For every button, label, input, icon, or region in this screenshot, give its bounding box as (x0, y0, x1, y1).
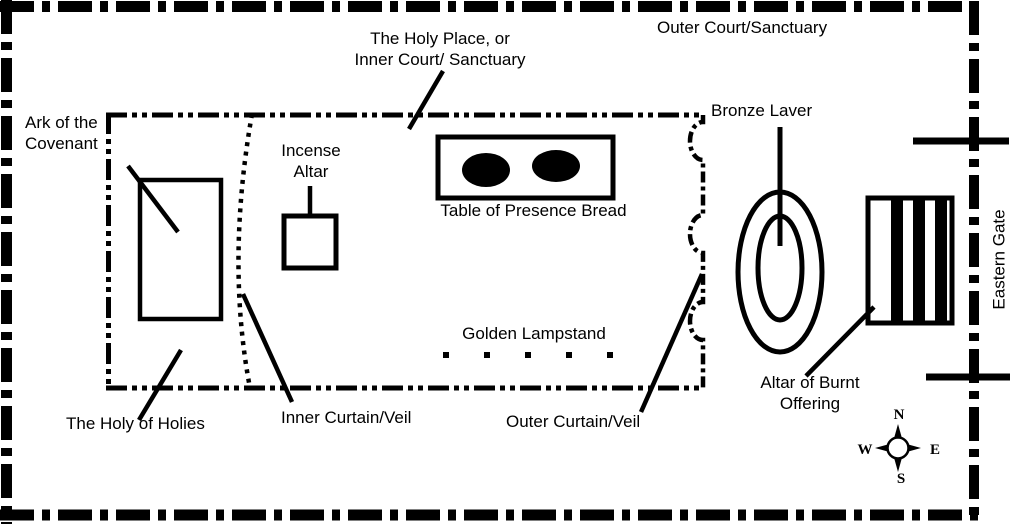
holy-place-leader-line (407, 69, 445, 131)
outer-court-label: Outer Court/Sanctuary (657, 18, 828, 37)
compass-north-label: N (893, 407, 905, 423)
bronze-laver-outer-ellipse (735, 189, 825, 355)
ark-label: Ark of the Covenant (25, 112, 98, 154)
burnt-offering-altar-label: Altar of Burnt Offering (745, 372, 875, 414)
holy-place-label-line1: The Holy Place, or (370, 29, 510, 48)
ark-rect (137, 177, 224, 322)
presence-bread-table-label: Table of Presence Bread (440, 201, 627, 220)
burnt-offering-altar-stripes (891, 200, 947, 321)
bronze-laver-inner-ellipse (755, 213, 805, 323)
bread-loaf-left (462, 153, 510, 187)
outer-curtain-leader-line (638, 273, 705, 413)
ark-label-line2: Covenant (25, 134, 98, 153)
outer-curtain-label: Outer Curtain/Veil (506, 412, 641, 431)
compass-east-label: E (929, 442, 940, 458)
burnt-offering-altar-label-line2: Offering (779, 394, 841, 413)
inner-curtain-leader-line (240, 293, 295, 403)
golden-lampstand-label: Golden Lampstand (462, 324, 606, 343)
ark-label-line1: Ark of the (25, 113, 98, 132)
compass-west-label: W (857, 442, 873, 458)
compass-rose-icon (875, 424, 921, 472)
burnt-offering-altar-label-line1: Altar of Burnt (760, 373, 860, 392)
holy-of-holies-leader-line (137, 348, 183, 422)
ark-leader-line (126, 164, 180, 234)
eastern-gate-label: Eastern Gate (989, 209, 1009, 310)
holy-of-holies-label: The Holy of Holies (66, 414, 205, 433)
bronze-laver-label: Bronze Laver (711, 101, 813, 120)
bread-loaf-right (532, 150, 580, 182)
incense-altar-rect (281, 213, 339, 271)
incense-altar-label-line1: Incense (281, 141, 341, 160)
outer-curtain-line (687, 115, 706, 389)
inner-curtain-label: Inner Curtain/Veil (281, 408, 412, 427)
incense-altar-label: Incense Altar (266, 140, 356, 182)
burnt-offering-leader-line (804, 305, 876, 378)
lampstand-dots (443, 352, 613, 358)
compass-south-label: S (896, 471, 906, 487)
inner-curtain-line (236, 113, 255, 389)
incense-altar-label-line2: Altar (293, 162, 329, 181)
holy-place-label: The Holy Place, or Inner Court/ Sanctuar… (330, 28, 550, 70)
holy-place-label-line2: Inner Court/ Sanctuary (354, 50, 526, 69)
